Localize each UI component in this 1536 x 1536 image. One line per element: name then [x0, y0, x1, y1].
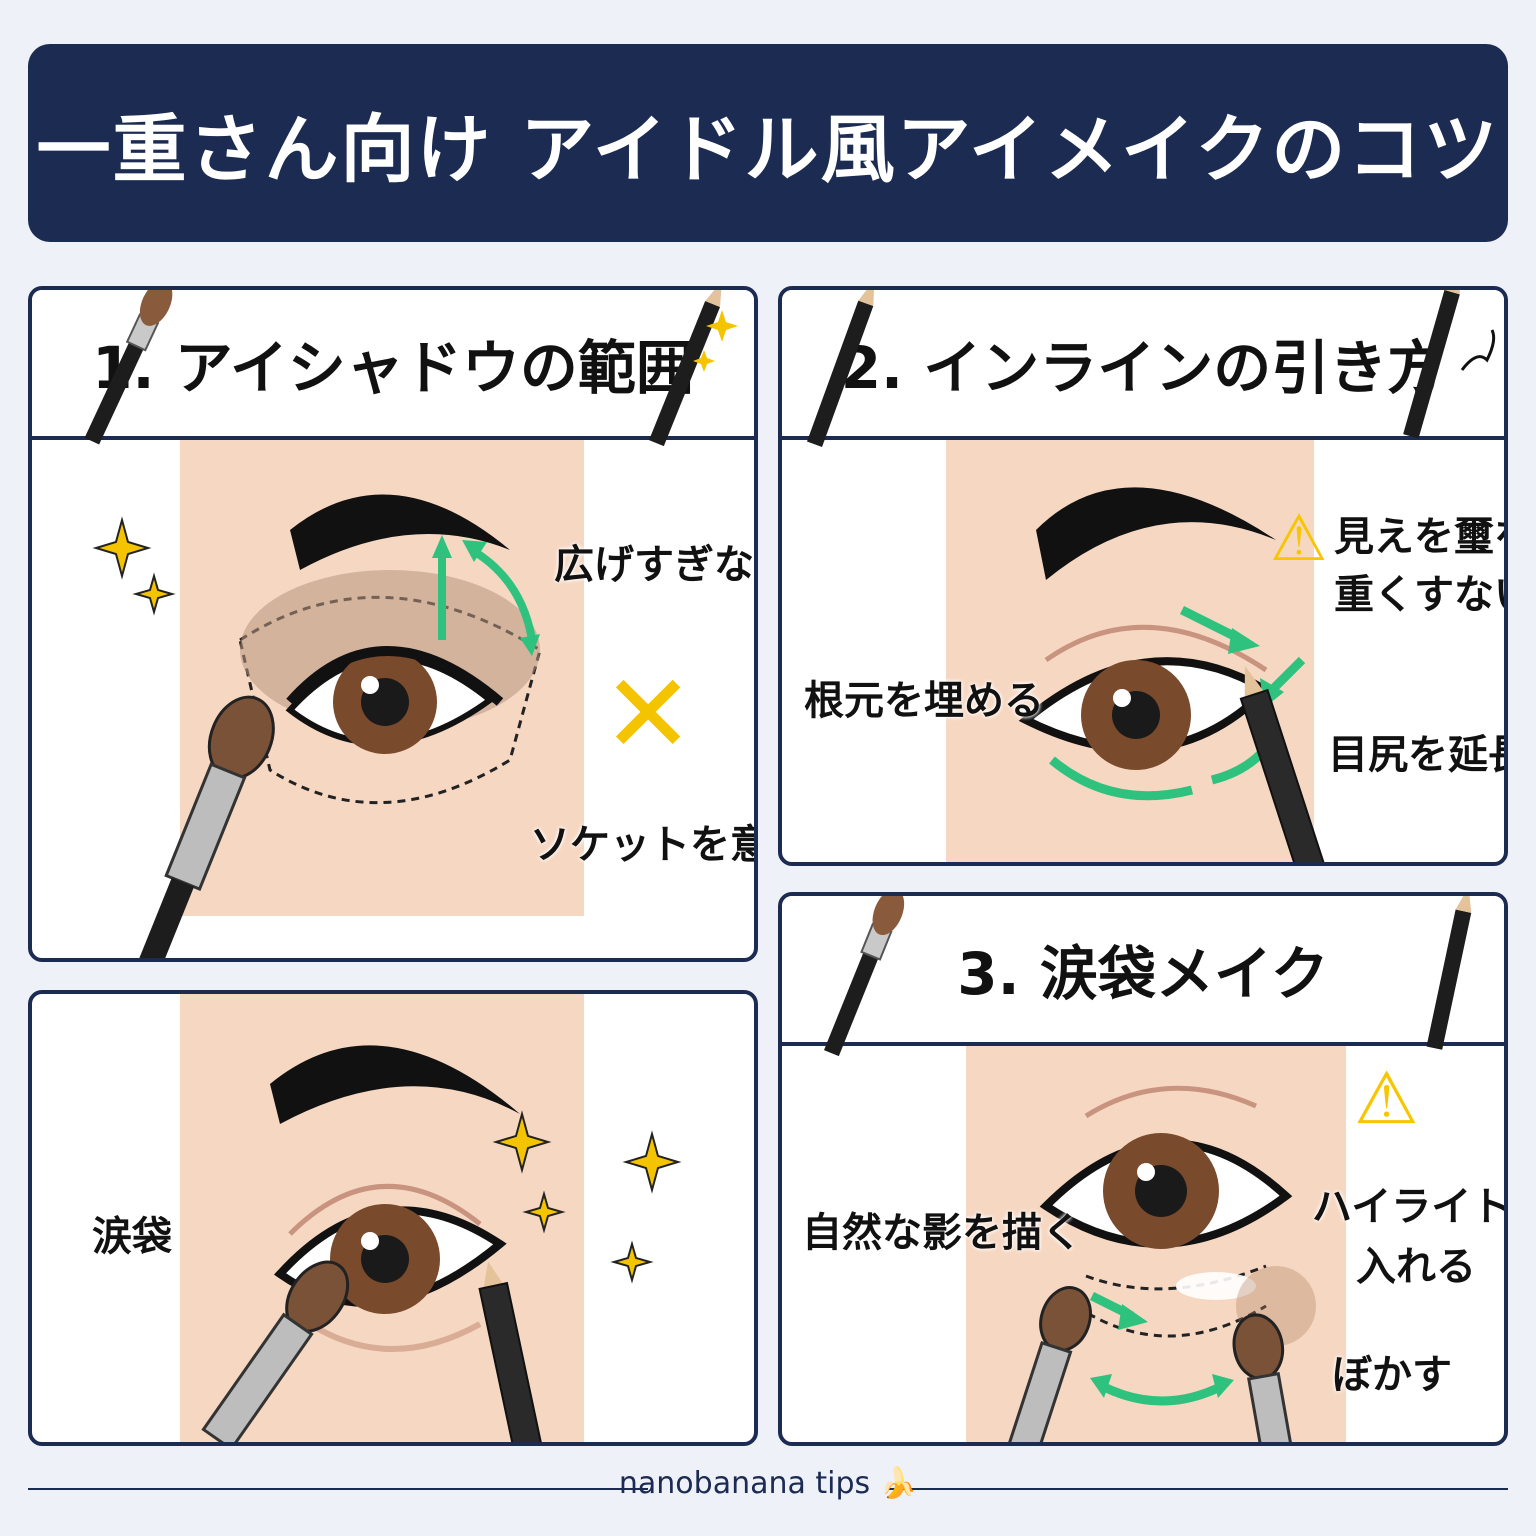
- pencil-icon: [648, 290, 738, 447]
- warning-icon: ⚠: [1354, 1056, 1419, 1140]
- sparkle-icon: [492, 1110, 682, 1284]
- panel-eyeshadow: 1. アイシャドウの範囲: [28, 286, 758, 962]
- pencil-icon: [1239, 665, 1337, 862]
- footer-brand: nanobanana tips 🍌: [0, 1466, 1536, 1501]
- label-warning-line2: 重くすない: [1334, 572, 1504, 618]
- warning-icon: ⚠: [1270, 502, 1328, 576]
- brush-icon: [126, 695, 275, 958]
- label-highlight-line2: 入れる: [1356, 1244, 1476, 1290]
- footer-brand-text: nanobanana tips: [618, 1466, 871, 1501]
- panel-inline-title: 2. インラインの引き方: [840, 334, 1446, 402]
- label-tear-bag: 涙袋: [92, 1214, 172, 1260]
- brush-icon: [1232, 1313, 1305, 1442]
- label-highlight-line1: ハイライトを: [1312, 1184, 1508, 1230]
- label-warning-line1: 見えを璽を: [1334, 514, 1504, 560]
- label-natural-shadow: 自然な影を描く: [802, 1210, 1082, 1256]
- arrow-icon: [432, 535, 540, 656]
- brush-icon: [84, 290, 173, 445]
- eye-illustration: [238, 494, 542, 805]
- label-extend-outer: 目尻を延長: [1328, 732, 1508, 778]
- pencil-icon: [1426, 896, 1472, 1050]
- page-title: 一重さん向け アイドル風アイメイクのコツ: [36, 106, 1500, 193]
- panel-tear-bag-header: 3. 涙袋メイク: [782, 896, 1504, 1046]
- sparkle-icon: [92, 516, 176, 616]
- panel-tear-bag: 3. 涙袋メイク: [778, 892, 1508, 1446]
- brush-icon: [996, 1286, 1092, 1442]
- label-blend: ぼかす: [1332, 1352, 1452, 1398]
- pencil-icon: [478, 1261, 550, 1442]
- footer-divider-right: [888, 1488, 1508, 1490]
- brush-icon: [201, 1260, 350, 1442]
- pencil-icon: [806, 290, 875, 448]
- brush-icon: [823, 896, 905, 1057]
- panel-eyeshadow-title: 1. アイシャドウの範囲: [92, 334, 694, 402]
- cross-icon: ✕: [602, 650, 695, 778]
- banana-icon: 🍌: [879, 1466, 918, 1501]
- label-socket: ソケットを意識: [530, 822, 754, 868]
- panel-inline: 2. インラインの引き方 ⚠ 見えを璽を: [778, 286, 1508, 866]
- panel-tear-bag-detail: 涙袋: [28, 990, 758, 1446]
- label-fill-roots: 根元を埋める: [804, 678, 1044, 724]
- arrow-icon: [1089, 1291, 1234, 1406]
- panel-inline-header: 2. インラインの引き方: [782, 290, 1504, 440]
- panel-tear-bag-title: 3. 涙袋メイク: [957, 940, 1329, 1008]
- panel-eyeshadow-header: 1. アイシャドウの範囲: [32, 290, 754, 440]
- title-banner: 一重さん向け アイドル風アイメイクのコツ: [28, 44, 1508, 242]
- label-no-spread: 広げすぎない: [554, 542, 754, 588]
- pencil-icon: [1403, 290, 1496, 439]
- eye-illustration: [270, 1045, 520, 1352]
- footer-divider-left: [28, 1488, 648, 1490]
